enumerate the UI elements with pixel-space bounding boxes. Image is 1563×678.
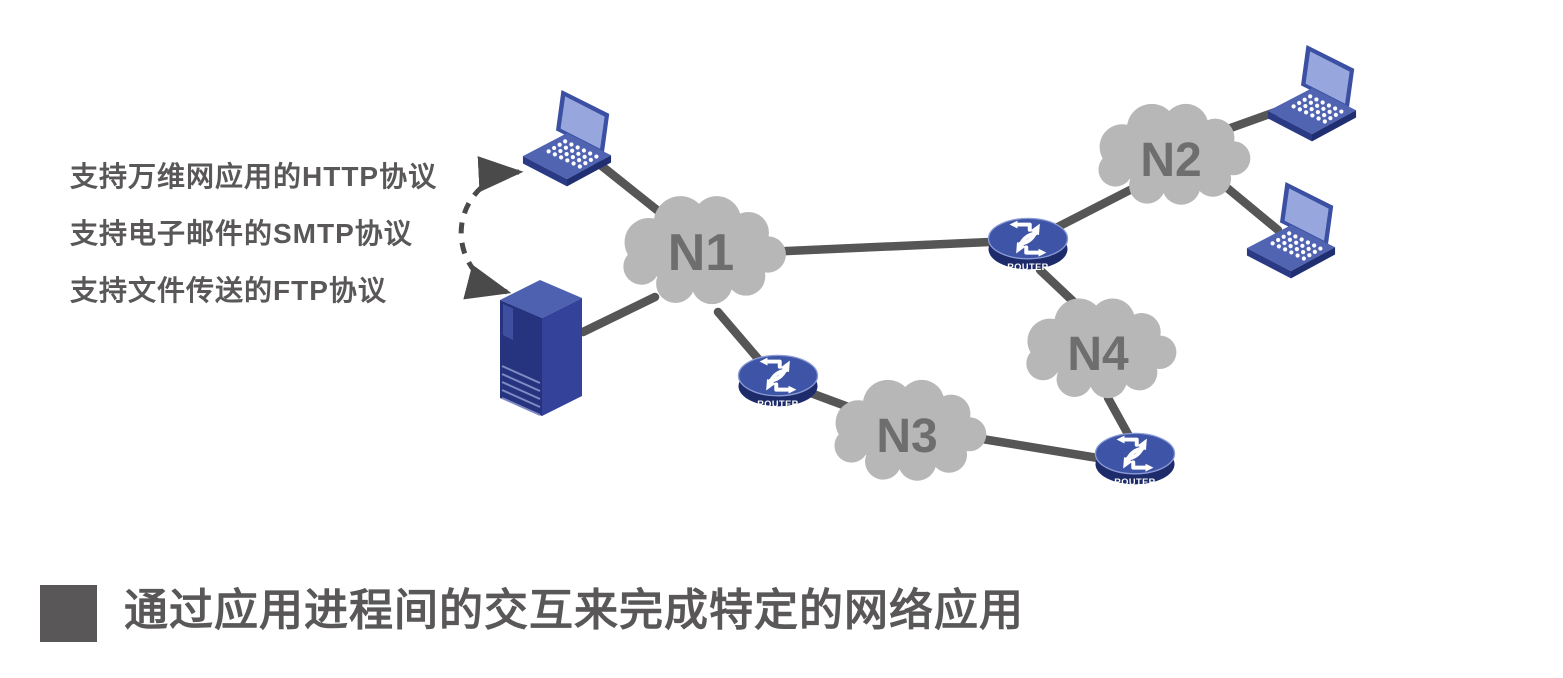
protocol-list: 支持万维网应用的HTTP协议 支持电子邮件的SMTP协议 支持文件传送的FTP协…	[70, 163, 437, 334]
cloud-label-n2: N2	[1140, 134, 1201, 187]
link-n2-laptop3	[1215, 177, 1283, 235]
router-icon-1	[986, 216, 1070, 275]
cloud-label-n3: N3	[876, 410, 937, 463]
link-server-n1	[578, 292, 660, 337]
server-highlight	[503, 304, 513, 340]
router-icon-3	[1093, 431, 1177, 490]
cloud-label-n1: N1	[668, 224, 734, 282]
router-icon-2	[736, 353, 820, 412]
laptop-icon-1	[522, 90, 612, 187]
network-links	[578, 101, 1297, 465]
server-top	[500, 280, 582, 318]
link-n1-router1	[760, 236, 1017, 257]
interaction-dashed-arrow	[458, 156, 524, 300]
server-right-face	[542, 298, 582, 416]
laptop-icon-2	[1267, 45, 1357, 142]
protocol-item-smtp: 支持电子邮件的SMTP协议	[70, 218, 413, 249]
cloud-label-n4: N4	[1067, 328, 1129, 381]
protocol-item-ftp: 支持文件传送的FTP协议	[70, 275, 387, 306]
server-icon	[500, 280, 582, 416]
server-vents	[501, 365, 541, 416]
clouds: N1 N2 N3 N4	[623, 103, 1251, 481]
link-router1-n2	[1043, 185, 1135, 237]
laptop-icon-3	[1246, 182, 1336, 279]
protocol-item-http: 支持万维网应用的HTTP协议	[70, 161, 438, 192]
link-n3-router3	[965, 432, 1115, 465]
